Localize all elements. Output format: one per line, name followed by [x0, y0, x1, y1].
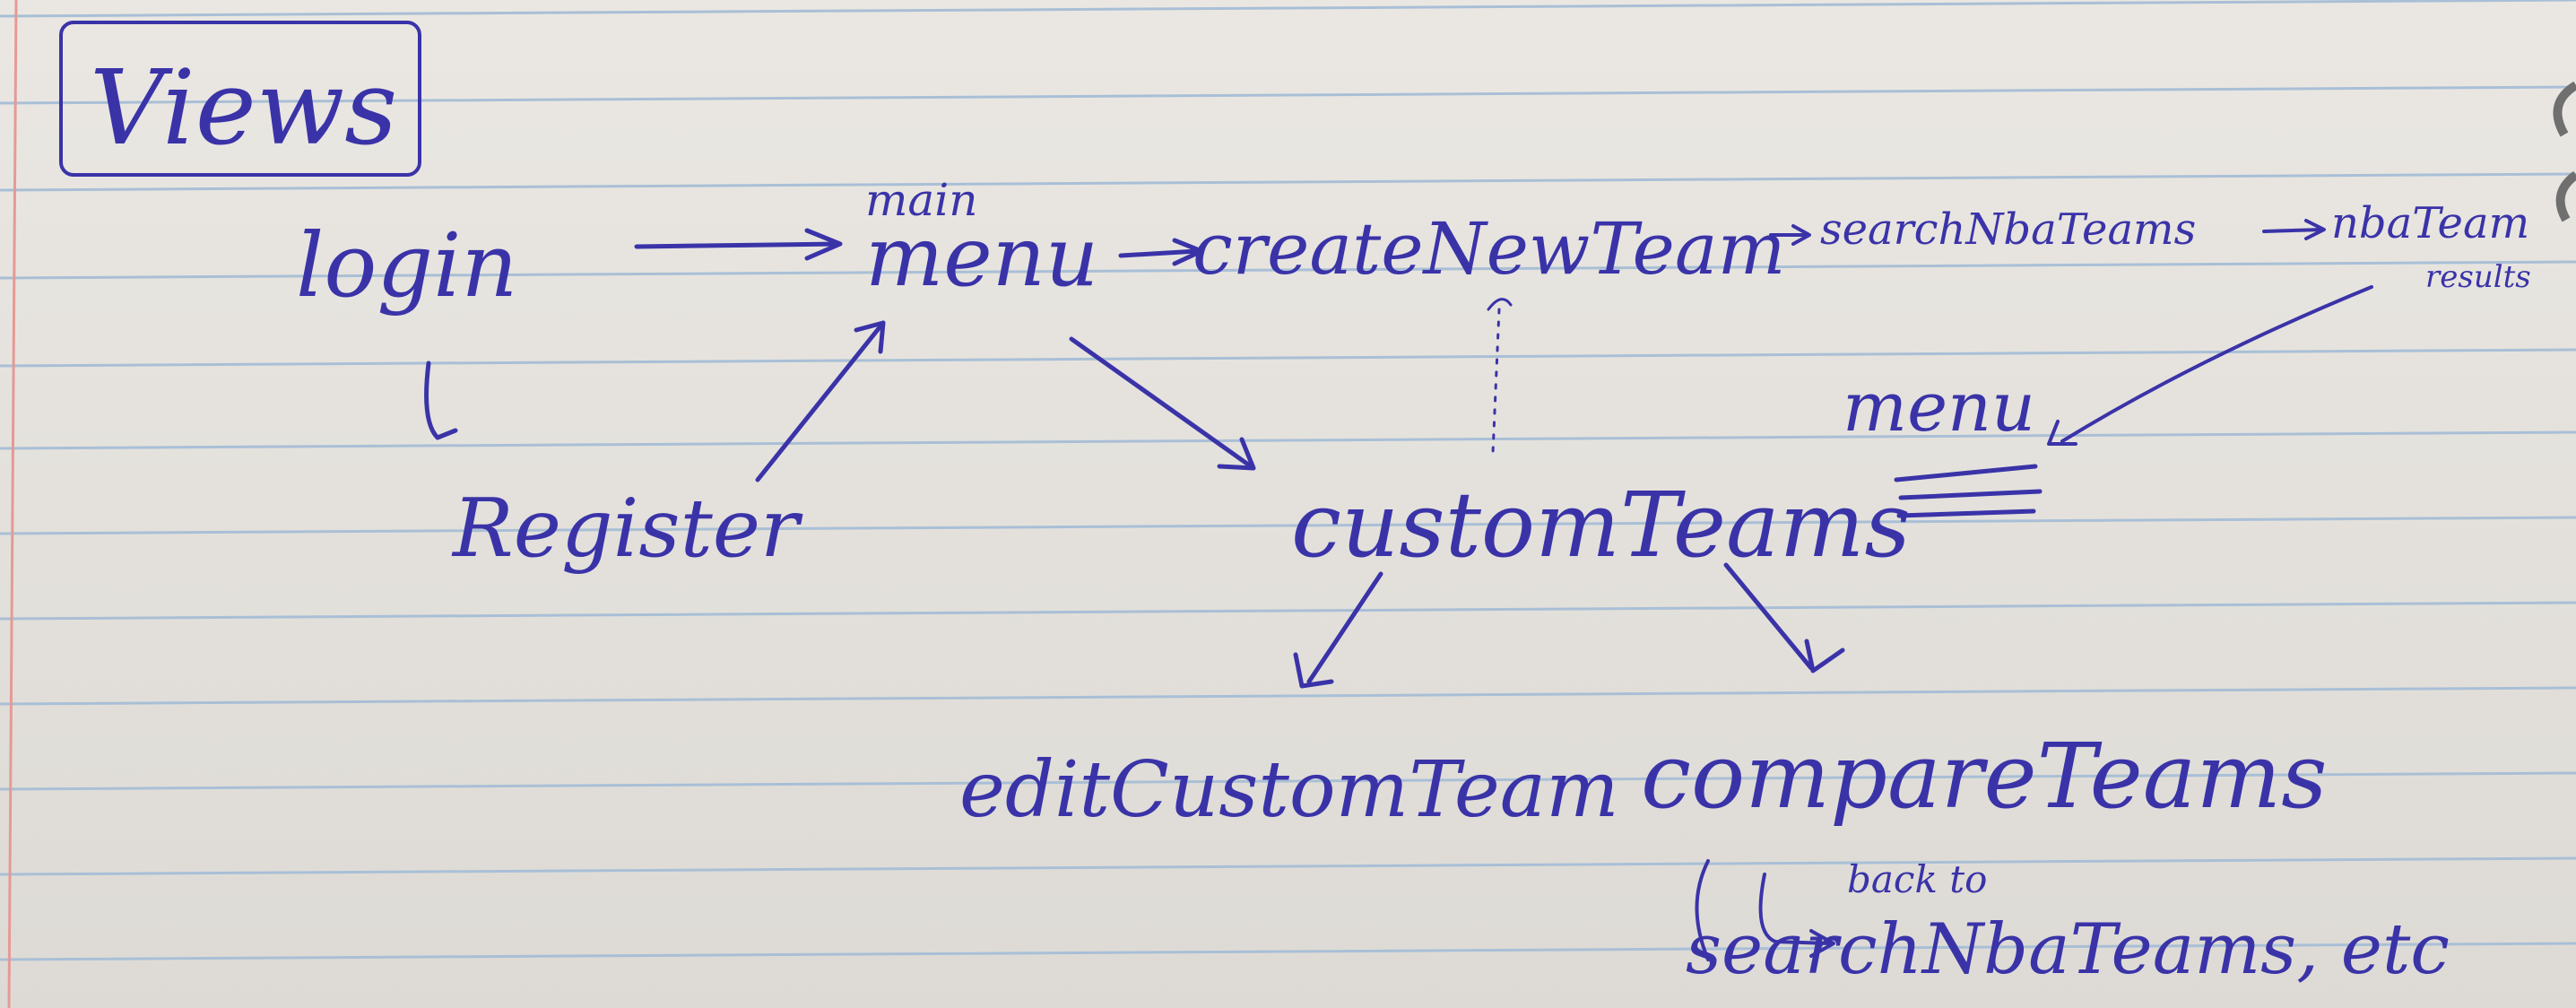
edge-register-menu	[755, 320, 886, 482]
node-register: Register	[451, 482, 803, 576]
rule-line	[0, 172, 2576, 192]
node-results: results	[2425, 259, 2531, 295]
edge-custom-edit	[1293, 571, 1383, 689]
edge-custom-compare	[1723, 562, 1845, 673]
edge-create-custom-dotted	[1487, 298, 1513, 455]
title-box	[59, 21, 421, 177]
node-menu-edited: menu	[1843, 367, 2035, 447]
edge-login-menu	[634, 228, 843, 261]
node-menu: menu	[865, 209, 1098, 305]
crossed-out-text	[1894, 464, 2043, 518]
edge-menu-create	[1118, 238, 1204, 266]
edge-create-search	[1769, 224, 1811, 246]
node-search-nba-teams: searchNbaTeams	[1820, 204, 2196, 255]
node-custom-teams: customTeams	[1291, 473, 1911, 578]
rule-line	[0, 348, 2576, 368]
edge-results-menu	[2047, 285, 2373, 446]
edge-compare-back	[1695, 859, 1835, 961]
title-text: Views	[90, 48, 397, 169]
rule-line	[0, 260, 2576, 280]
ruled-lines	[0, 0, 2576, 961]
node-create-new-team: createNewTeam	[1193, 207, 1785, 291]
rule-line	[0, 771, 2576, 791]
rule-line	[0, 516, 2576, 535]
node-nba-team: nbaTeam	[2331, 198, 2529, 248]
spiral-binding	[2553, 81, 2576, 222]
node-login: login	[296, 215, 518, 317]
rule-line	[0, 942, 2576, 961]
node-search-etc: searchNbaTeams, etc	[1686, 909, 2450, 990]
node-main-label: main	[865, 174, 977, 226]
rule-line	[0, 601, 2576, 621]
rule-line	[0, 0, 2576, 18]
node-compare-teams: compareTeams	[1641, 724, 2328, 829]
node-back-to: back to	[1847, 857, 1987, 901]
edge-login-register	[424, 361, 458, 440]
rule-line	[0, 856, 2576, 876]
edge-search-nba	[2262, 219, 2326, 240]
node-edit-custom-team: editCustomTeam	[959, 745, 1619, 835]
edge-menu-custom	[1069, 336, 1256, 471]
rule-line	[0, 686, 2576, 706]
margin-line	[7, 0, 18, 1008]
rule-line	[0, 85, 2576, 105]
rule-line	[0, 430, 2576, 450]
